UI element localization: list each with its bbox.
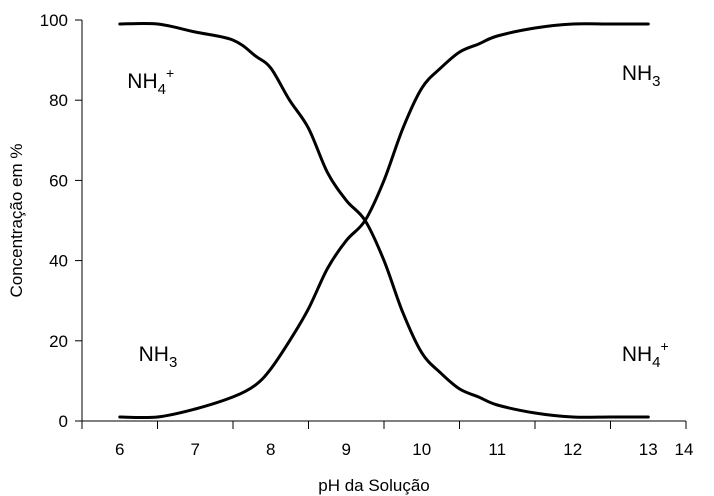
x-tick-label: 7	[191, 440, 200, 459]
y-tick-label: 40	[49, 252, 68, 271]
tick-labels: 0 20 40 60 80 100 6 7 8 9 10 11 12 13 14	[40, 11, 694, 459]
x-tick-label: 11	[488, 440, 506, 459]
species-label: NH4+	[622, 338, 669, 371]
axes	[75, 19, 687, 429]
y-tick-label: 20	[49, 332, 68, 351]
y-axis-title: Concentração em %	[7, 143, 26, 297]
series-line-1	[118, 21, 650, 419]
x-tick-label: 13	[639, 440, 658, 459]
x-tick-label: 14	[675, 440, 694, 459]
species-label: NH4+	[127, 65, 174, 98]
x-tick-label: 6	[115, 440, 124, 459]
y-tick-label: 100	[40, 11, 68, 30]
species-label: NH3	[622, 62, 661, 90]
y-tick-label: 80	[49, 91, 68, 110]
x-tick-label: 9	[342, 440, 351, 459]
series-line-2	[118, 22, 650, 420]
y-tick-label: 60	[49, 171, 68, 190]
x-axis-title: pH da Solução	[318, 476, 430, 495]
series	[118, 21, 650, 420]
y-tick-label: 0	[59, 412, 68, 431]
x-tick-label: 10	[412, 440, 431, 459]
x-tick-label: 8	[266, 440, 275, 459]
x-tick-label: 12	[563, 440, 582, 459]
species-label: NH3	[139, 343, 178, 371]
